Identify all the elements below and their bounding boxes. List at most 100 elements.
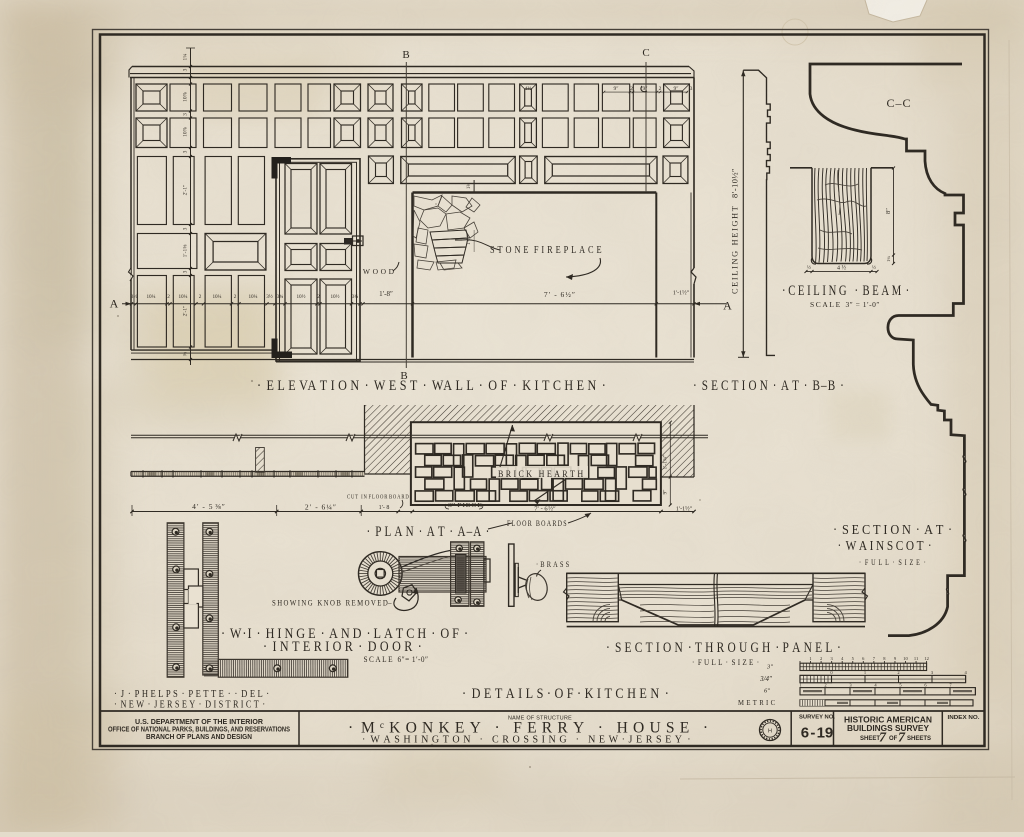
svg-text:W O O D: W O O D — [363, 267, 395, 276]
svg-text:1: 1 — [864, 670, 866, 675]
svg-text:BUILDINGS SURVEY: BUILDINGS SURVEY — [847, 724, 930, 733]
svg-text:· S E C T I O N · T H R O U G: · S E C T I O N · T H R O U G H · P A N … — [606, 640, 842, 656]
svg-text:4′ - 5 ⅜″: 4′ - 5 ⅜″ — [192, 502, 226, 511]
svg-text:1⅜: 1⅜ — [467, 183, 472, 190]
svg-text:· W·I · H I N G E · A N D · L: · W·I · H I N G E · A N D · L A T C H · … — [221, 626, 469, 642]
svg-text:3″: 3″ — [766, 664, 773, 671]
svg-text:2′-1″: 2′-1″ — [183, 306, 189, 317]
svg-text:3½: 3½ — [131, 293, 138, 300]
svg-text:½: ½ — [807, 266, 811, 271]
svg-text:1′-3″: 1′-3″ — [467, 235, 472, 245]
svg-text:· W A I N S C O T ·: · W A I N S C O T · — [838, 538, 933, 553]
svg-text:A: A — [723, 299, 732, 313]
svg-text:1′-8″: 1′-8″ — [379, 290, 393, 298]
svg-text:1′-1⅜: 1′-1⅜ — [183, 244, 189, 258]
svg-text:1¼: 1¼ — [886, 256, 891, 262]
svg-text:2: 2 — [824, 683, 826, 688]
svg-text:1′- 8: 1′- 8 — [379, 505, 390, 511]
svg-text:⅜: ⅜ — [183, 351, 189, 356]
svg-text:3¾: 3¾ — [352, 293, 359, 300]
svg-text:S H O W I N G K N O B R E M: S H O W I N G K N O B R E M O V E D– — [272, 599, 392, 608]
svg-text:B: B — [400, 370, 407, 382]
svg-text:2: 2 — [167, 294, 170, 300]
svg-text:2: 2 — [897, 670, 899, 675]
svg-text:9″: 9″ — [673, 86, 678, 92]
svg-text:7′ - 6 ½″: 7′ - 6 ½″ — [534, 506, 556, 513]
svg-text:½: ½ — [872, 266, 876, 271]
svg-text:10: 10 — [903, 656, 908, 661]
svg-text:C: C — [642, 47, 649, 59]
svg-text:OFFICE OF NATIONAL PARKS, BUIL: OFFICE OF NATIONAL PARKS, BUILDINGS, AND… — [108, 727, 290, 734]
svg-text:4: 4 — [841, 656, 844, 661]
svg-text:3: 3 — [183, 68, 189, 71]
svg-text:2: 2 — [317, 294, 320, 300]
svg-text:10⅞: 10⅞ — [183, 127, 189, 137]
svg-text:2: 2 — [630, 86, 633, 92]
svg-text:· M ᶜ K O N K E Y · F E R R: · M ᶜ K O N K E Y · F E R R Y · H O U S … — [348, 720, 710, 737]
svg-text:2: 2 — [234, 294, 237, 300]
svg-text:3¾: 3¾ — [277, 293, 284, 300]
svg-text:· I N T E R I O R · D O O R ·: · I N T E R I O R · D O O R · — [263, 639, 423, 655]
svg-text:2′-1″: 2′-1″ — [183, 185, 189, 196]
svg-text:7: 7 — [873, 656, 876, 661]
svg-text:U.S. DEPARTMENT OF THE INTERIO: U.S. DEPARTMENT OF THE INTERIOR — [135, 719, 263, 726]
svg-text:1′-1½″: 1′-1½″ — [673, 290, 690, 297]
svg-text:F L O O R B O A R D S: F L O O R B O A R D S — [507, 519, 567, 528]
svg-text:· S E C T I O N · A T ·: · S E C T I O N · A T · — [833, 522, 953, 537]
svg-text:10¼: 10¼ — [146, 294, 155, 300]
svg-text:5: 5 — [899, 683, 902, 688]
svg-text:C–C: C–C — [886, 96, 911, 110]
svg-text:6: 6 — [924, 683, 927, 688]
svg-text:3/4″: 3/4″ — [759, 675, 772, 683]
svg-text:8: 8 — [883, 656, 886, 661]
svg-text:SHEETS: SHEETS — [907, 736, 931, 742]
svg-text:1¼: 1¼ — [183, 54, 189, 61]
svg-text:4 ½: 4 ½ — [837, 265, 847, 272]
svg-text:4½: 4½ — [525, 85, 532, 92]
svg-text:10¼: 10¼ — [178, 294, 187, 300]
svg-text:6: 6 — [862, 656, 865, 661]
svg-text:· D E T A I L S · O F · K I T: · D E T A I L S · O F · K I T C H E N · — [462, 686, 670, 702]
svg-text:3″ P I E C E: 3″ P I E C E — [448, 502, 482, 509]
svg-text:· J · P H E L P S · P E T T E: · J · P H E L P S · P E T T E · · D E L … — [114, 689, 270, 700]
svg-text:2: 2 — [199, 294, 202, 300]
svg-text:12: 12 — [924, 656, 929, 661]
svg-text:1: 1 — [799, 683, 801, 688]
svg-text:· C E I L I N G · B E A M ·: · C E I L I N G · B E A M · — [782, 283, 910, 299]
svg-text:B R I C K H E A R T H: B R I C K H E A R T H — [498, 470, 584, 480]
svg-text:HISTORIC AMERICAN: HISTORIC AMERICAN — [844, 716, 932, 725]
svg-text:2: 2 — [820, 656, 822, 661]
svg-text:7: 7 — [949, 683, 952, 688]
svg-text:4: 4 — [874, 683, 877, 688]
svg-text:7: 7 — [879, 731, 887, 746]
svg-text:3: 3 — [690, 86, 693, 92]
svg-text:0: 0 — [830, 670, 833, 675]
svg-text:9: 9 — [894, 656, 897, 661]
svg-text:· N E W · J E R S E Y · D I S: · N E W · J E R S E Y · D I S T R I C T … — [114, 700, 266, 711]
svg-text:3: 3 — [831, 656, 834, 661]
svg-text:1′-1½″: 1′-1½″ — [676, 506, 693, 513]
svg-text:10¼: 10¼ — [248, 294, 257, 300]
svg-text:SHEET: SHEET — [860, 736, 880, 742]
svg-text:S C A L E 6″= 1′-0″: S C A L E 6″= 1′-0″ — [364, 655, 429, 664]
svg-text:· F U L L · S I Z E ·: · F U L L · S I Z E · — [692, 657, 760, 667]
svg-text:3: 3 — [183, 227, 189, 230]
svg-text:C U T I N F L O O R B O A R D: C U T I N F L O O R B O A R D — [347, 495, 409, 501]
svg-text:6 - 19: 6 - 19 — [801, 725, 834, 742]
svg-text:4: 4 — [964, 670, 967, 675]
svg-text:9″: 9″ — [613, 86, 618, 92]
svg-text:3: 3 — [183, 150, 189, 153]
svg-text:C E I L I N G H E I G H T 8: C E I L I N G H E I G H T 8′-10½″ — [730, 168, 740, 294]
svg-text:9″: 9″ — [663, 489, 669, 494]
svg-text:1: 1 — [809, 656, 811, 661]
svg-text:· B R A S S: · B R A S S — [536, 560, 570, 569]
svg-text:8″: 8″ — [885, 208, 892, 214]
svg-text:9″: 9″ — [642, 86, 647, 92]
svg-text:10½: 10½ — [296, 293, 305, 300]
svg-text:3: 3 — [183, 113, 189, 116]
svg-text:M E T R I C: M E T R I C — [738, 698, 776, 707]
svg-text:OF: OF — [889, 736, 898, 742]
svg-text:3: 3 — [931, 670, 934, 675]
svg-text:· P L A N · A T · A–A ·: · P L A N · A T · A–A · — [367, 524, 491, 540]
svg-text:· E L E VA T I O N · W E S T ·: · E L E VA T I O N · W E S T · WA L L · … — [257, 378, 607, 394]
